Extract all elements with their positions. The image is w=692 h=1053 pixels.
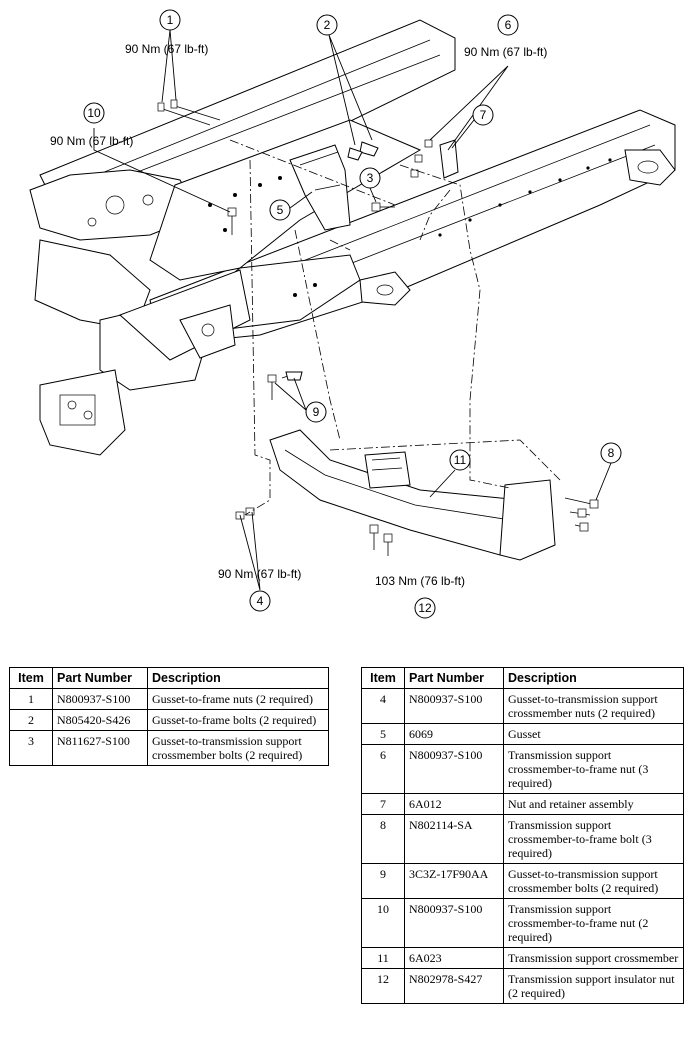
part-number: N802978-S427 [404, 968, 504, 1004]
item-number: 7 [361, 793, 405, 815]
part-number: 3C3Z-17F90AA [404, 863, 504, 899]
table-row: 1 N800937-S100 Gusset-to-frame nuts (2 r… [9, 688, 329, 710]
callout-9: 9 [274, 377, 327, 423]
table-header-row: Item Part Number Description [9, 667, 329, 689]
part-description: Nut and retainer assembly [503, 793, 684, 815]
svg-text:3: 3 [367, 171, 374, 185]
svg-text:10: 10 [87, 106, 101, 120]
item-number: 2 [9, 709, 53, 731]
column-header-part-number: Part Number [52, 667, 148, 689]
svg-text:5: 5 [277, 203, 284, 217]
column-header-item: Item [9, 667, 53, 689]
part-number: N805420-S426 [52, 709, 148, 731]
svg-text:12: 12 [418, 601, 432, 615]
part-number: N802114-SA [404, 814, 504, 864]
part-number: N800937-S100 [404, 744, 504, 794]
svg-text:6: 6 [505, 18, 512, 32]
part-description: Transmission support crossmember [503, 947, 684, 969]
table-row: 12 N802978-S427 Transmission support ins… [361, 968, 684, 1004]
item-number: 3 [9, 730, 53, 766]
table-row: 6 N800937-S100 Transmission support cros… [361, 744, 684, 794]
torque-label-12: 103 Nm (76 lb-ft) [375, 574, 465, 588]
column-header-part-number: Part Number [404, 667, 504, 689]
parts-table-right: Item Part Number Description 4 N800937-S… [361, 667, 684, 1004]
part-number: 6A023 [404, 947, 504, 969]
callout-3: 3 [359, 167, 381, 203]
table-row: 5 6069 Gusset [361, 723, 684, 745]
transmission-support-crossmember [269, 429, 556, 561]
part-description: Gusset-to-transmission support crossmemb… [147, 730, 329, 766]
part-number: N800937-S100 [404, 898, 504, 948]
part-description: Gusset-to-transmission support crossmemb… [503, 863, 684, 899]
part-description: Transmission support crossmember-to-fram… [503, 744, 684, 794]
torque-label-4: 90 Nm (67 lb-ft) [218, 567, 301, 581]
part-description: Gusset-to-frame nuts (2 required) [147, 688, 329, 710]
part-number: N800937-S100 [52, 688, 148, 710]
front-frame-horn [34, 239, 251, 456]
phantom-lines [229, 139, 561, 516]
table-row: 4 N800937-S100 Gusset-to-transmission su… [361, 688, 684, 724]
callout-4: 4 [239, 511, 271, 612]
item-number: 8 [361, 814, 405, 864]
item-number: 12 [361, 968, 405, 1004]
column-header-description: Description [147, 667, 329, 689]
callout-12: 12 [414, 597, 436, 619]
exploded-view-diagram: 1 90 Nm (67 lb-ft) 2 3 4 90 Nm (67 lb-ft… [29, 9, 676, 619]
torque-label-1: 90 Nm (67 lb-ft) [125, 42, 208, 56]
table-row: 10 N800937-S100 Transmission support cro… [361, 898, 684, 948]
torque-label-6: 90 Nm (67 lb-ft) [464, 45, 547, 59]
callout-7: 7 [451, 104, 494, 149]
table-row: 11 6A023 Transmission support crossmembe… [361, 947, 684, 969]
item-number: 5 [361, 723, 405, 745]
table-row: 9 3C3Z-17F90AA Gusset-to-transmission su… [361, 863, 684, 899]
item-number: 4 [361, 688, 405, 724]
item-number: 6 [361, 744, 405, 794]
svg-text:7: 7 [480, 108, 487, 122]
callout-2: 2 [316, 14, 373, 146]
column-header-description: Description [503, 667, 684, 689]
table-row: 7 6A012 Nut and retainer assembly [361, 793, 684, 815]
part-description: Transmission support insulator nut (2 re… [503, 968, 684, 1004]
svg-text:9: 9 [313, 405, 320, 419]
table-row: 2 N805420-S426 Gusset-to-frame bolts (2 … [9, 709, 329, 731]
callout-11: 11 [429, 449, 471, 498]
item-number: 9 [361, 863, 405, 899]
svg-text:1: 1 [167, 13, 174, 27]
table-header-row: Item Part Number Description [361, 667, 684, 689]
column-header-item: Item [361, 667, 405, 689]
part-number: 6A012 [404, 793, 504, 815]
part-description: Gusset [503, 723, 684, 745]
torque-label-10: 90 Nm (67 lb-ft) [50, 134, 133, 148]
item-number: 11 [361, 947, 405, 969]
callout-1: 1 [159, 9, 181, 103]
part-description: Gusset-to-transmission support crossmemb… [503, 688, 684, 724]
item-number: 10 [361, 898, 405, 948]
part-description: Transmission support crossmember-to-fram… [503, 898, 684, 948]
part-description: Gusset-to-frame bolts (2 required) [147, 709, 329, 731]
item-number: 1 [9, 688, 53, 710]
svg-text:2: 2 [324, 18, 331, 32]
callout-5: 5 [269, 191, 313, 221]
table-row: 3 N811627-S100 Gusset-to-transmission su… [9, 730, 329, 766]
parts-table-left: Item Part Number Description 1 N800937-S… [9, 667, 329, 766]
svg-text:8: 8 [608, 446, 615, 460]
part-description: Transmission support crossmember-to-fram… [503, 814, 684, 864]
svg-text:4: 4 [257, 594, 264, 608]
table-row: 8 N802114-SA Transmission support crossm… [361, 814, 684, 864]
callout-8: 8 [595, 442, 622, 501]
callout-10: 10 [83, 102, 231, 213]
callout-6: 6 [429, 14, 519, 151]
part-number: N800937-S100 [404, 688, 504, 724]
left-frame-rail [29, 19, 456, 241]
part-number: 6069 [404, 723, 504, 745]
svg-text:11: 11 [454, 453, 467, 467]
part-number: N811627-S100 [52, 730, 148, 766]
gusset-part [289, 144, 351, 231]
